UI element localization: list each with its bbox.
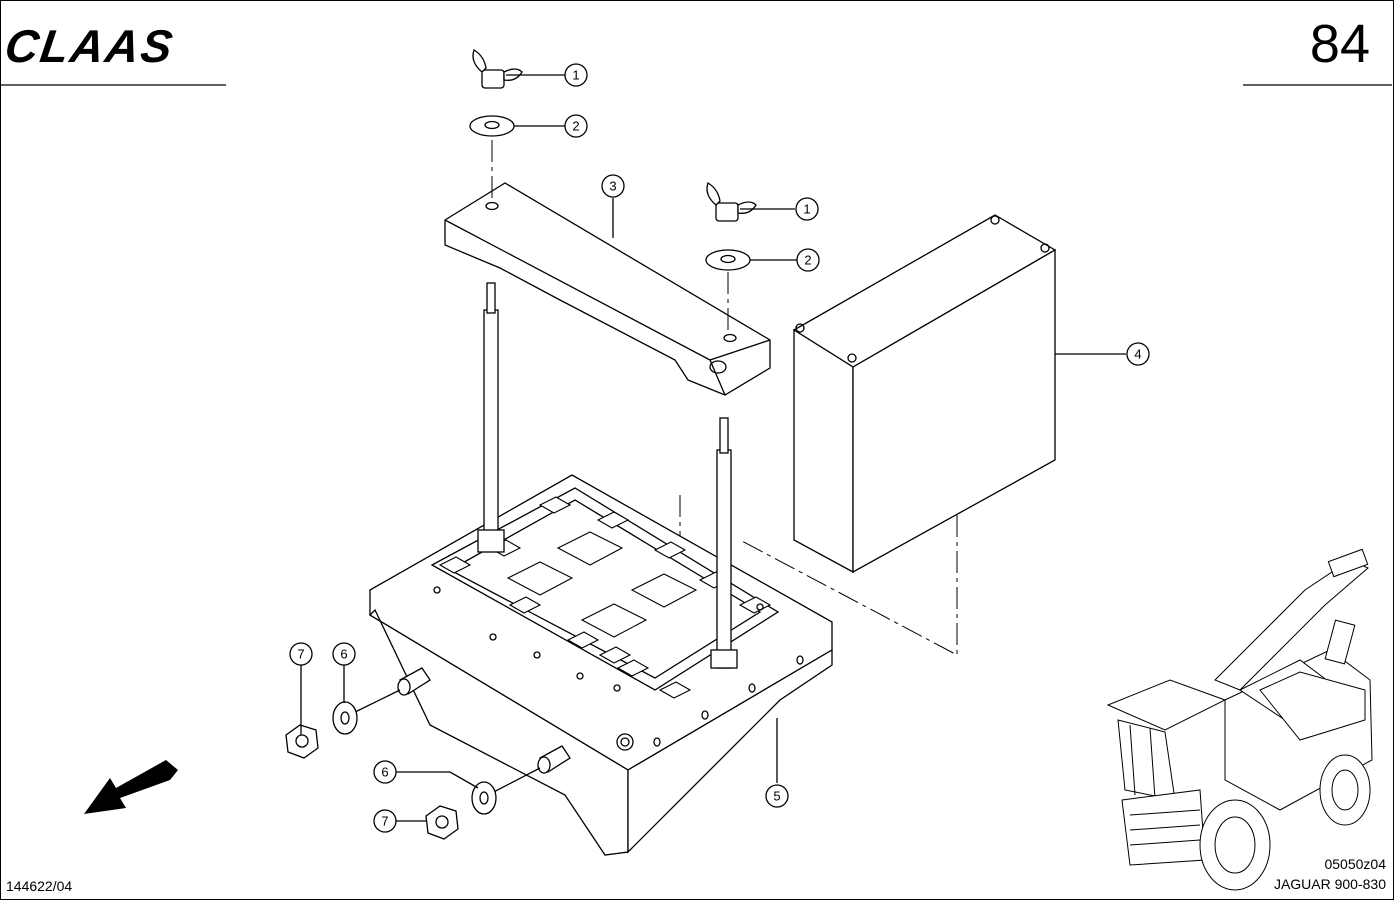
svg-text:6: 6 [340, 647, 347, 662]
threaded-rod-right [710, 417, 738, 669]
nut-part-7-lower [425, 805, 459, 840]
callout-6-lower: 6 [373, 760, 397, 784]
wing-nut-part-1-left [472, 49, 523, 89]
svg-text:7: 7 [297, 647, 304, 662]
svg-text:1: 1 [572, 68, 579, 83]
leader-lines [300, 74, 1126, 822]
svg-text:4: 4 [1134, 347, 1141, 362]
washer-part-6-upper [332, 701, 358, 735]
washer-part-6-lower [471, 781, 497, 815]
cover-box-part-4 [792, 214, 1057, 574]
callout-1-right: 1 [795, 197, 819, 221]
claas-logo: CLAAS [2, 20, 178, 72]
callout-5: 5 [765, 784, 789, 808]
callout-7-lower: 7 [373, 809, 397, 833]
wing-nut-part-1-right [706, 182, 757, 222]
stud-lower [537, 745, 571, 774]
washer-part-2-left [469, 115, 515, 137]
svg-text:1: 1 [803, 202, 810, 217]
direction-arrow-icon [84, 760, 178, 814]
callout-4: 4 [1126, 342, 1150, 366]
assembly-guide-line [739, 515, 958, 656]
callout-7-upper: 7 [289, 642, 313, 666]
callout-6-upper: 6 [332, 642, 356, 666]
callout-2-right: 2 [796, 248, 820, 272]
forage-harvester-thumbnail [1106, 548, 1373, 891]
svg-text:7: 7 [381, 814, 388, 829]
image-code: 05050z04 [1324, 856, 1386, 872]
stud-upper [397, 667, 431, 696]
page-number: 84 [1309, 14, 1370, 74]
svg-text:5: 5 [773, 789, 780, 804]
nut-part-7-upper [285, 724, 319, 759]
clamp-bar-part-3 [444, 182, 771, 396]
svg-text:6: 6 [381, 765, 388, 780]
base-tray-part-5 [368, 474, 833, 856]
svg-text:2: 2 [572, 119, 579, 134]
document-number: 144622/04 [6, 878, 73, 894]
callout-2-upper: 2 [564, 114, 588, 138]
model-name: JAGUAR 900-830 [1273, 876, 1386, 892]
threaded-rod-left [477, 282, 505, 553]
svg-text:2: 2 [804, 253, 811, 268]
callout-3: 3 [601, 174, 625, 198]
callout-1-upper: 1 [564, 63, 588, 87]
washer-part-2-right [705, 249, 751, 271]
svg-text:3: 3 [609, 179, 616, 194]
